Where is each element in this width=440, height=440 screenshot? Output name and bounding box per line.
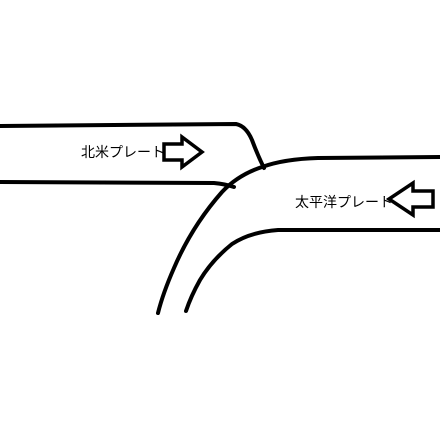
arrow-right-icon bbox=[162, 133, 205, 171]
pacific-plate-label: 太平洋プレート bbox=[295, 195, 393, 211]
north-american-plate-top-edge bbox=[0, 122, 266, 170]
north-american-plate-bottom-edge bbox=[0, 180, 236, 189]
north-american-plate-label: 北米プレート bbox=[81, 145, 165, 161]
pacific-plate-bottom-edge bbox=[184, 228, 440, 313]
arrow-left-icon bbox=[385, 179, 435, 219]
pacific-plate-top-edge bbox=[156, 155, 440, 315]
